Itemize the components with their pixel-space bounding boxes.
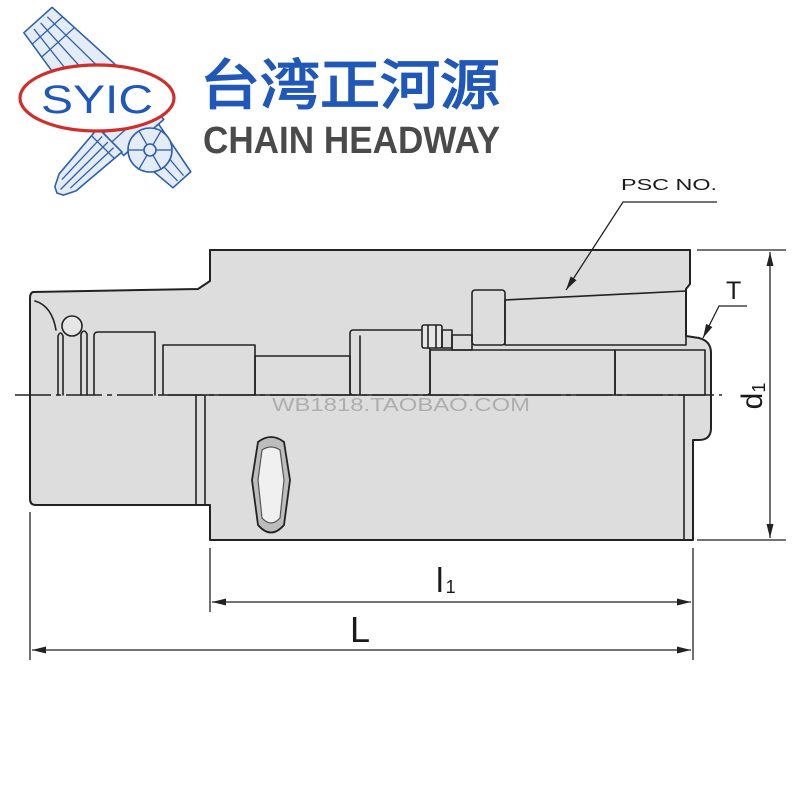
dim-l1-symbol: l: [436, 562, 444, 600]
dim-d1-label: d1: [736, 383, 769, 410]
nut-slot-right: [80, 330, 88, 396]
collet-bore-outline: [93, 331, 156, 396]
watermark-text: WB1818.TAOBAO.COM: [272, 395, 530, 415]
logo-text: SYIC: [41, 78, 153, 122]
nut-slot-left: [57, 332, 64, 396]
small-collet-slit: [60, 141, 109, 190]
dim-d1-subscript: 1: [749, 383, 769, 393]
clamp-screw: [421, 324, 443, 349]
t-callout-label: T: [726, 277, 741, 305]
collet-end-face-icon: [127, 127, 173, 173]
small-collet-slit: [61, 136, 103, 181]
collet-face-spoke: [152, 154, 162, 170]
collet-face-spoke: [138, 154, 148, 170]
collet-face-spoke: [152, 130, 162, 146]
key-slot-inner: [257, 446, 285, 524]
dim-d1-symbol: d: [736, 393, 769, 410]
t-leader-line: [702, 305, 747, 339]
logo-oval: [18, 63, 176, 133]
tool-holder-drawing: [15, 249, 722, 541]
taper-bore: [504, 290, 687, 346]
small-collet-icon: [54, 127, 123, 196]
collet-face-spoke: [138, 130, 148, 146]
psc-leader-line: [565, 201, 717, 291]
locking-ball: [61, 315, 83, 337]
brand-name-en: CHAIN HEADWAY: [203, 120, 500, 162]
nose-chamfer-line: [34, 300, 57, 331]
collet-face-inner: [143, 143, 157, 157]
dim-l1-subscript: 1: [446, 577, 456, 597]
logo: SYIC: [18, 6, 192, 196]
lower-section-features: [195, 395, 685, 540]
brand-name-zh: 台湾正河源: [200, 54, 500, 117]
dim-L-label: L: [350, 609, 370, 650]
small-collet-slit: [69, 147, 114, 189]
psc-callout-label: PSC NO.: [621, 177, 717, 194]
brand-header: SYIC 台湾正河源 CHAIN HEADWAY: [18, 6, 500, 196]
